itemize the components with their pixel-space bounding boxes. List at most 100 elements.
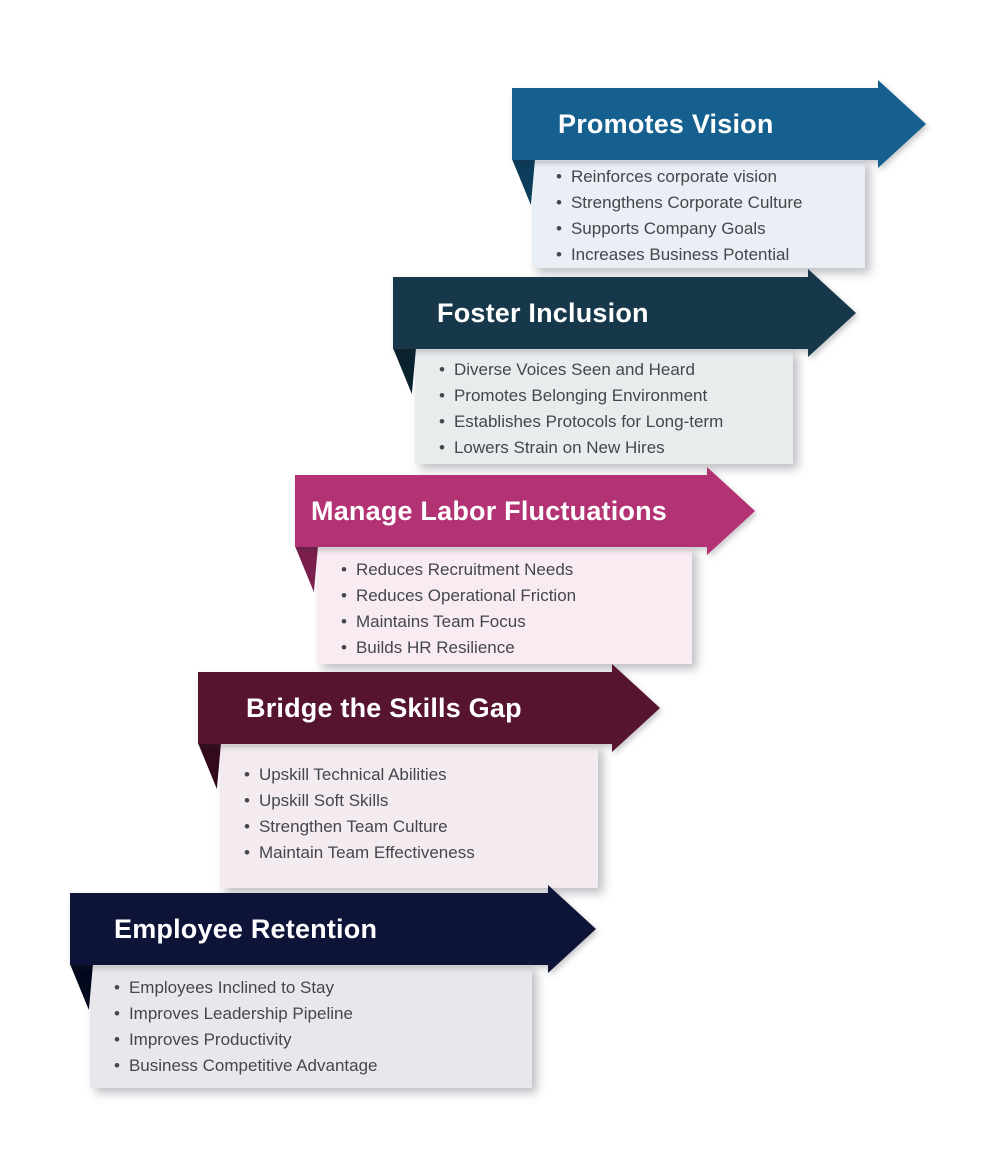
- list-item: • Maintains Team Focus: [317, 609, 692, 635]
- arrow-head-icon: [878, 80, 926, 168]
- list-item: • Increases Business Potential: [532, 242, 865, 268]
- bullet-text: Promotes Belonging Environment: [453, 386, 708, 405]
- ribbon-fold: [295, 546, 318, 592]
- bullet-text: Builds HR Resilience: [355, 638, 515, 657]
- list-item: • Establishes Protocols for Long-term: [415, 409, 793, 435]
- bullet-text: Reinforces corporate vision: [570, 167, 777, 186]
- bullet-icon: •: [114, 1056, 120, 1075]
- bullet-text: Reduces Recruitment Needs: [355, 560, 574, 579]
- list-item: • Improves Productivity: [90, 1027, 532, 1053]
- bullet-icon: •: [244, 791, 250, 810]
- bullet-text: Supports Company Goals: [570, 219, 766, 238]
- list-item: • Strengthen Team Culture: [220, 814, 598, 840]
- bullet-text: Upskill Technical Abilities: [258, 765, 447, 784]
- list-item: • Promotes Belonging Environment: [415, 383, 793, 409]
- bullet-icon: •: [439, 412, 445, 431]
- bullet-icon: •: [341, 560, 347, 579]
- ribbon-fold: [198, 743, 221, 789]
- bullet-text: Strengthen Team Culture: [258, 817, 448, 836]
- bullet-icon: •: [114, 1004, 120, 1023]
- section-title: Bridge the Skills Gap: [246, 692, 522, 723]
- bullet-text: Upskill Soft Skills: [258, 791, 389, 810]
- bullet-text: Maintains Team Focus: [355, 612, 526, 631]
- bullet-text: Establishes Protocols for Long-term: [453, 412, 724, 431]
- ribbon-fold: [393, 348, 416, 394]
- list-item: • Strengthens Corporate Culture: [532, 190, 865, 216]
- arrow-band: Promotes Vision: [512, 88, 878, 160]
- bullet-list: • Reinforces corporate vision • Strengthen…: [532, 161, 865, 268]
- bullet-text: Business Competitive Advantage: [128, 1056, 378, 1075]
- bullet-icon: •: [556, 167, 562, 186]
- list-item: • Business Competitive Advantage: [90, 1053, 532, 1079]
- bullet-icon: •: [244, 765, 250, 784]
- section-title: Employee Retention: [114, 913, 378, 944]
- bullet-box: • Reduces Recruitment Needs • Reduces Oper…: [317, 547, 692, 664]
- bullet-text: Reduces Operational Friction: [355, 586, 577, 605]
- bullet-icon: •: [556, 193, 562, 212]
- arrow-band: Foster Inclusion: [393, 277, 808, 349]
- bullet-icon: •: [114, 978, 120, 997]
- bullet-list: • Employees Inclined to Stay • Improves Le…: [90, 966, 532, 1079]
- bullet-box: • Upskill Technical Abilities • Upskill So…: [220, 744, 598, 888]
- bullet-box: • Diverse Voices Seen and Heard • Promotes…: [415, 349, 793, 464]
- arrow-band: Manage Labor Fluctuations: [295, 475, 707, 547]
- bullet-icon: •: [244, 843, 250, 862]
- list-item: • Upskill Technical Abilities: [220, 762, 598, 788]
- bullet-list: • Reduces Recruitment Needs • Reduces Oper…: [317, 548, 692, 661]
- bullet-icon: •: [439, 386, 445, 405]
- list-item: • Diverse Voices Seen and Heard: [415, 357, 793, 383]
- bullet-box: • Employees Inclined to Stay • Improves Le…: [90, 965, 532, 1088]
- section-title: Promotes Vision: [558, 108, 774, 139]
- bullet-list: • Upskill Technical Abilities • Upskill So…: [220, 745, 598, 866]
- bullet-icon: •: [439, 360, 445, 379]
- bullet-text: Diverse Voices Seen and Heard: [453, 360, 695, 379]
- ribbon-fold: [512, 159, 535, 205]
- bullet-text: Increases Business Potential: [570, 245, 790, 264]
- list-item: • Reinforces corporate vision: [532, 164, 865, 190]
- arrow-head-icon: [808, 269, 856, 357]
- list-item: • Reduces Recruitment Needs: [317, 557, 692, 583]
- arrow-band: Bridge the Skills Gap: [198, 672, 612, 744]
- list-item: • Supports Company Goals: [532, 216, 865, 242]
- bullet-icon: •: [244, 817, 250, 836]
- section-title: Manage Labor Fluctuations: [311, 495, 668, 526]
- bullet-icon: •: [556, 219, 562, 238]
- arrow-head-icon: [548, 885, 596, 973]
- list-item: • Employees Inclined to Stay: [90, 975, 532, 1001]
- bullet-icon: •: [341, 586, 347, 605]
- bullet-icon: •: [114, 1030, 120, 1049]
- bullet-icon: •: [556, 245, 562, 264]
- bullet-text: Maintain Team Effectiveness: [258, 843, 475, 862]
- bullet-text: Improves Leadership Pipeline: [128, 1004, 353, 1023]
- arrow-head-icon: [707, 467, 755, 555]
- bullet-text: Employees Inclined to Stay: [128, 978, 335, 997]
- bullet-icon: •: [439, 438, 445, 457]
- list-item: • Maintain Team Effectiveness: [220, 840, 598, 866]
- bullet-text: Strengthens Corporate Culture: [570, 193, 803, 212]
- section-title: Foster Inclusion: [437, 297, 649, 328]
- list-item: • Lowers Strain on New Hires: [415, 435, 793, 461]
- bullet-icon: •: [341, 612, 347, 631]
- ribbon-fold: [70, 964, 93, 1010]
- bullet-icon: •: [341, 638, 347, 657]
- bullet-box: • Reinforces corporate vision • Strengthen…: [532, 160, 865, 268]
- list-item: • Reduces Operational Friction: [317, 583, 692, 609]
- bullet-text: Lowers Strain on New Hires: [453, 438, 665, 457]
- bullet-list: • Diverse Voices Seen and Heard • Promotes…: [415, 350, 793, 461]
- bullet-text: Improves Productivity: [128, 1030, 292, 1049]
- arrow-head-icon: [612, 664, 660, 752]
- list-item: • Upskill Soft Skills: [220, 788, 598, 814]
- arrow-band: Employee Retention: [70, 893, 548, 965]
- list-item: • Builds HR Resilience: [317, 635, 692, 661]
- list-item: • Improves Leadership Pipeline: [90, 1001, 532, 1027]
